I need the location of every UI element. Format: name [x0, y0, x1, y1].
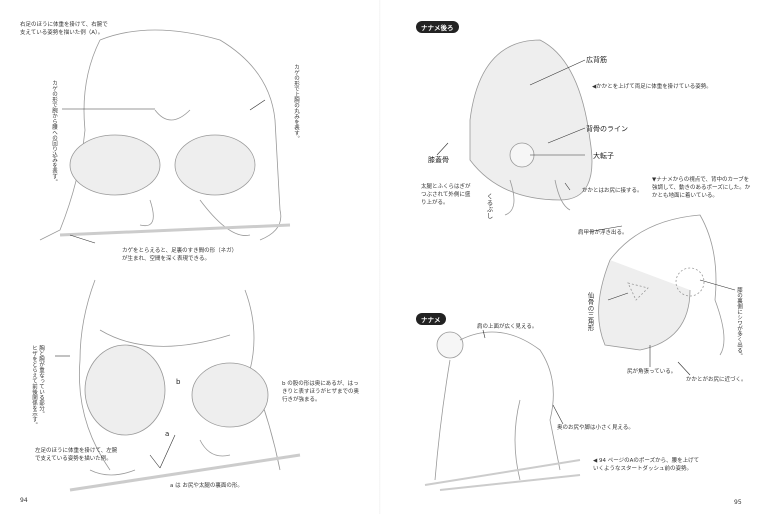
note-heel-hip: かかとはお尻に接する。 — [582, 188, 643, 194]
note-upper-arm: カゲの形で上腕の丸みを表す。 — [293, 64, 299, 141]
note-arm-waist: カゲの形で腕から腰への回り込みを表す。 — [51, 80, 57, 185]
page-number-right: 95 — [734, 499, 742, 506]
note-shadow-negative-space: カゲをとらえると、足裏のすき間の形（ネガ） が生まれ、空間を深く表現できる。 — [122, 248, 238, 262]
note-start-dash: ◀ 94 ページのAのポーズから、腰を上げて いくようなスタートダッシュ前の姿勢… — [593, 458, 700, 472]
caption-top-left: 右足のほうに体重を掛けて、右腕で 支えている姿勢を描いた例（A）。 — [20, 22, 108, 36]
note-diagonal-view: ▼ナナメからの視点で、背中のカーブを 強調して、動きのあるポーズにした。か かと… — [652, 177, 751, 199]
note-a: a は お尻や太腿の裏面の形。 — [170, 483, 243, 489]
note-knee-crease: 膝の裏側にシワが多く出る。 — [736, 287, 742, 359]
label-spine-line: 背骨のライン — [586, 125, 628, 133]
label-trochanter: 大転子 — [593, 152, 614, 160]
page-number-left: 94 — [20, 497, 28, 504]
leader-lines — [55, 59, 736, 469]
sketch-figure-start-dash — [424, 331, 581, 491]
label-a: a — [165, 430, 170, 438]
label-sacrum-triangle: 仙骨の三角形 — [586, 292, 594, 331]
badge-diagonal: ナナメ — [416, 313, 446, 325]
note-shoulder-top: 肩の上面が広く見える。 — [477, 324, 538, 330]
note-knee-overlap: 胸と腕が重なっている部分。 ヒザをとらえて前後関係を示す。 — [31, 345, 44, 428]
sketch-figure-diagonal-back — [598, 214, 725, 356]
caption-bottom-left: 左足のほうに体重を掛けて、左腕 で支えている姿勢を描いた例。 — [35, 448, 118, 462]
sketch-figure-back-crouch — [469, 39, 593, 216]
badge-diagonal-back: ナナメ後ろ — [416, 21, 459, 33]
label-ankle: くるぶし — [485, 193, 493, 219]
sketch-figure-crouch-b — [69, 279, 301, 492]
page-gutter — [379, 0, 381, 514]
label-b: b — [176, 378, 181, 386]
note-heel-near: かかとがお尻に近づく。 — [686, 377, 747, 383]
note-thigh-calf: 太腿とふくらはぎが つぶされて外側に盛 り上がる。 — [421, 184, 471, 206]
label-patella: 膝蓋骨 — [428, 156, 449, 164]
note-scapula: 肩甲骨が浮き出る。 — [578, 230, 628, 236]
note-far-hip-small: 奥のお尻や脚は小さく見える。 — [557, 425, 634, 431]
note-heels-up: ◀かかとを上げて両足に体重を掛けている姿勢。 — [592, 84, 712, 90]
note-b: b の股の形は奥にあるが、はっ きりと表すほうがヒザまでの奥 行きが強まる。 — [282, 381, 360, 403]
sketch-figure-crouch-a — [39, 29, 291, 241]
note-hip-angular: 尻が角張っている。 — [627, 369, 677, 375]
label-latissimus: 広背筋 — [586, 56, 607, 64]
